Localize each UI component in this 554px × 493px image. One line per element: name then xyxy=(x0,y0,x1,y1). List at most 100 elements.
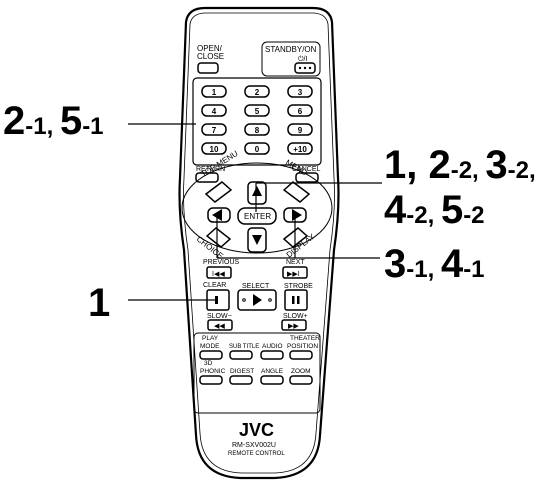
callout-2-1-5-1: 2-1, 5-1 xyxy=(3,101,104,141)
number-button-8[interactable] xyxy=(244,123,270,136)
cancel-button[interactable] xyxy=(295,172,319,183)
cancel-label: CANCEL xyxy=(292,166,321,173)
slow-minus-button[interactable] xyxy=(207,319,233,331)
number-label-9: 9 xyxy=(298,126,303,135)
callout-segment: -1, xyxy=(406,256,441,283)
callout-segment: -1, xyxy=(25,113,60,140)
power-symbol: ⏻/I xyxy=(298,55,307,63)
down-arrow-icon xyxy=(252,235,262,245)
subtitle-label: SUB TITLE xyxy=(229,344,259,350)
slow-minus-icon: ◀◀ xyxy=(214,323,225,330)
open-close-label: OPEN/CLOSE xyxy=(197,44,224,61)
strobe-button[interactable] xyxy=(284,289,308,311)
subtitle-button[interactable] xyxy=(229,350,253,360)
callout-segment: 4 xyxy=(384,188,407,232)
audio-button[interactable] xyxy=(260,350,284,360)
number-button-5[interactable] xyxy=(244,104,270,117)
number-button-+10[interactable] xyxy=(287,142,313,155)
play-icon xyxy=(253,294,262,306)
number-label-2: 2 xyxy=(255,88,260,97)
number-button-1[interactable] xyxy=(201,85,227,98)
callout-segment: 5 xyxy=(59,99,83,143)
number-label-8: 8 xyxy=(255,126,260,135)
callout-1-2-2-3-2: 1, 2-2, 3-2, xyxy=(384,145,536,185)
callout-segment: 1, 2 xyxy=(384,143,451,187)
callout-segment: 4 xyxy=(440,242,464,286)
number-label-5: 5 xyxy=(255,107,260,116)
function-frame xyxy=(193,332,321,414)
zoom-button[interactable] xyxy=(289,375,313,385)
slow-plus-button[interactable] xyxy=(281,319,307,331)
slow-minus-label: SLOW− xyxy=(207,313,232,320)
next-icon: ▶▶I xyxy=(287,271,300,278)
callout-segment: -2, xyxy=(507,157,536,184)
callout-segment: -2, xyxy=(450,157,486,184)
number-button-3[interactable] xyxy=(287,85,313,98)
remote-control-label: REMOTE CONTROL xyxy=(228,451,285,457)
return-label: RETURN xyxy=(196,166,225,173)
number-label-+10: +10 xyxy=(293,145,307,154)
callout-4-2-5-2: 4-2, 5-2 xyxy=(384,190,485,230)
digest-label: DIGEST xyxy=(230,368,254,375)
callout-segment: 2 xyxy=(3,99,26,143)
number-button-10[interactable] xyxy=(201,142,227,155)
angle-button[interactable] xyxy=(260,375,284,385)
model-label: RM-SXV002U xyxy=(232,442,276,449)
number-button-9[interactable] xyxy=(287,123,313,136)
callout-segment: -2, xyxy=(406,202,441,229)
brand-logo: JVC xyxy=(239,420,274,440)
enter-button[interactable] xyxy=(237,207,277,225)
callout-segment: 1 xyxy=(88,281,111,325)
return-button[interactable] xyxy=(195,172,219,183)
play-mode-button[interactable] xyxy=(199,350,223,360)
previous-label: PREVIOUS xyxy=(203,259,240,266)
next-label: NEXT xyxy=(286,259,305,266)
callout-segment: -1 xyxy=(82,113,104,140)
standby-box xyxy=(261,41,321,77)
3d-phonic-button[interactable] xyxy=(199,375,223,385)
standby-on-label: STANDBY/ON xyxy=(265,45,317,54)
open-close-button[interactable] xyxy=(197,62,219,74)
number-label-7: 7 xyxy=(212,126,217,135)
strobe-label: STROBE xyxy=(284,283,313,290)
number-label-3: 3 xyxy=(298,88,303,97)
previous-icon: I◀◀ xyxy=(212,271,225,278)
callout-1: 1 xyxy=(88,283,110,323)
next-button[interactable] xyxy=(282,266,308,279)
enter-label: ENTER xyxy=(244,212,271,221)
audio-label: AUDIO xyxy=(262,343,283,350)
choice-button[interactable] xyxy=(205,227,232,248)
number-label-10: 10 xyxy=(210,145,219,154)
callout-segment: 3 xyxy=(485,143,508,187)
callout-segment: -1 xyxy=(463,256,485,283)
number-button-4[interactable] xyxy=(201,104,227,117)
digest-button[interactable] xyxy=(229,375,253,385)
theater-position-button[interactable] xyxy=(289,350,313,360)
callout-segment: 5 xyxy=(440,188,464,232)
select-label: SELECT xyxy=(242,283,270,290)
number-label-4: 4 xyxy=(212,107,217,116)
number-label-0: 0 xyxy=(255,145,260,154)
number-label-6: 6 xyxy=(298,107,303,116)
top-menu-button[interactable] xyxy=(204,181,233,203)
nav-ring xyxy=(181,162,333,254)
angle-label: ANGLE xyxy=(261,368,284,375)
previous-button[interactable] xyxy=(206,266,232,279)
number-button-6[interactable] xyxy=(287,104,313,117)
number-button-0[interactable] xyxy=(244,142,270,155)
slow-plus-label: SLOW+ xyxy=(283,313,308,320)
zoom-label: ZOOM xyxy=(291,368,311,375)
callout-segment: -2 xyxy=(463,202,485,229)
number-button-2[interactable] xyxy=(244,85,270,98)
number-button-7[interactable] xyxy=(201,123,227,136)
slow-plus-icon: ▶▶ xyxy=(288,323,299,330)
menu-button[interactable] xyxy=(282,181,311,203)
clear-label: CLEAR xyxy=(203,282,226,289)
number-pad-frame xyxy=(192,77,322,166)
